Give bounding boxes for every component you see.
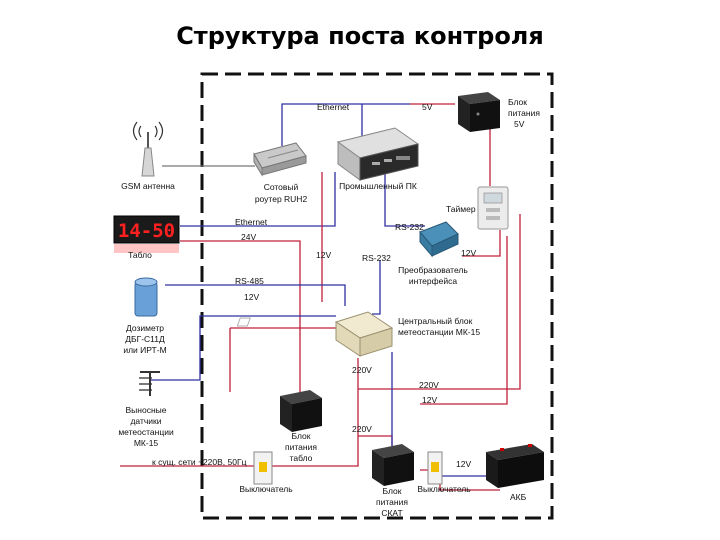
- enclosure-frame: [200, 72, 554, 520]
- ethernet-line-mid: [180, 172, 336, 227]
- sensors-label-3: метеостанции: [118, 427, 174, 437]
- page-title: Структура поста контроля: [176, 22, 544, 50]
- conn-12v-c: 12V: [244, 292, 259, 302]
- psu-board-icon: [280, 390, 322, 432]
- psu-skat-label-1: Блок: [383, 486, 402, 496]
- sensors-icon: [139, 371, 160, 396]
- conn-12v-b: 12V: [461, 248, 476, 258]
- psu-5v-icon: [458, 92, 500, 132]
- conn-12v-a: 12V: [316, 250, 331, 260]
- conn-rs232-b: RS-232: [362, 253, 391, 263]
- converter-label-1: Преобразователь: [398, 265, 468, 275]
- meter-label-1: Дозиметр: [126, 323, 164, 333]
- sensors-label-2: датчики: [130, 416, 161, 426]
- gsm-antenna-icon: [132, 121, 164, 177]
- conn-mains: к сущ. сети ~220В, 50Гц: [152, 457, 247, 467]
- interface-converter-icon: [419, 221, 459, 258]
- conn-220v-a: 220V: [352, 365, 372, 375]
- battery-icon: [486, 444, 544, 488]
- psu-skat-label-3: СКАТ: [381, 508, 402, 518]
- conn-5v: 5V: [422, 102, 433, 112]
- meter-label-3: или ИРТ-М: [123, 345, 166, 355]
- power-24v-line: [180, 240, 301, 392]
- switch1-label: Выключатель: [239, 484, 293, 494]
- rs232-line-a: [384, 172, 425, 227]
- psu-skat-icon: [372, 444, 414, 486]
- circuit-breaker-1-icon: [253, 451, 273, 485]
- mains-line: [120, 462, 359, 467]
- dosimeter-icon: [134, 277, 158, 317]
- psu-board-label-2: питания: [285, 442, 317, 452]
- central-label-1: Центральный блок: [398, 316, 473, 326]
- conn-ethernet-top: Ethernet: [317, 102, 350, 112]
- meter-label-2: ДБГ-С11Д: [125, 334, 165, 344]
- psu-board-label-1: Блок: [292, 431, 311, 441]
- led-board-icon: 14-50: [113, 215, 180, 253]
- board-label: Табло: [128, 250, 152, 260]
- psu-skat-label-2: питания: [376, 497, 408, 507]
- industrial-pc-icon: [336, 127, 420, 181]
- router-label-1: Сотовый: [264, 182, 299, 192]
- psu5-label-2: питания: [508, 108, 540, 118]
- power-12v-line-b: [462, 230, 501, 257]
- conn-ethernet-mid: Ethernet: [235, 217, 268, 227]
- central-label-2: метеостанции МК-15: [398, 327, 480, 337]
- timer-icon: [477, 186, 509, 230]
- rs485-line: [165, 284, 346, 306]
- cellular-router-icon: [253, 142, 307, 177]
- psu5-label-3: 5V: [514, 119, 525, 129]
- router-label-2: роутер RUH2: [255, 194, 308, 204]
- conn-24v: 24V: [241, 232, 256, 242]
- circuit-breaker-2-icon: [427, 451, 443, 485]
- conn-220v-c: 220V: [352, 424, 372, 434]
- power-220v-line-skat: [358, 435, 393, 446]
- psu5-label-1: Блок: [508, 97, 527, 107]
- ethernet-line-top: [281, 103, 410, 146]
- sensors-label-4: МК-15: [134, 438, 159, 448]
- conn-rs485: RS-485: [235, 276, 264, 286]
- switch2-label: Выключатель: [417, 484, 471, 494]
- conn-220v-b: 220V: [419, 380, 439, 390]
- battery-label: АКБ: [510, 492, 527, 502]
- converter-label-2: интерфейса: [409, 276, 457, 286]
- central-block-icon: [236, 311, 394, 357]
- antenna-label: GSM антенна: [121, 181, 175, 191]
- psu-board-label-3: табло: [290, 453, 313, 463]
- timer-label: Таймер: [446, 204, 476, 214]
- conn-rs232-a: RS-232: [395, 222, 424, 232]
- rs232-line-b: [372, 260, 381, 315]
- power-12v-line-d: [420, 236, 508, 405]
- pc-label: Промышленный ПК: [339, 181, 417, 191]
- sensors-label-1: Выносные: [126, 405, 167, 415]
- power-220v-line-timer: [358, 214, 521, 390]
- conn-12v-d: 12V: [422, 395, 437, 405]
- board-digits: 14-50: [118, 220, 175, 242]
- conn-12v-e: 12V: [456, 459, 471, 469]
